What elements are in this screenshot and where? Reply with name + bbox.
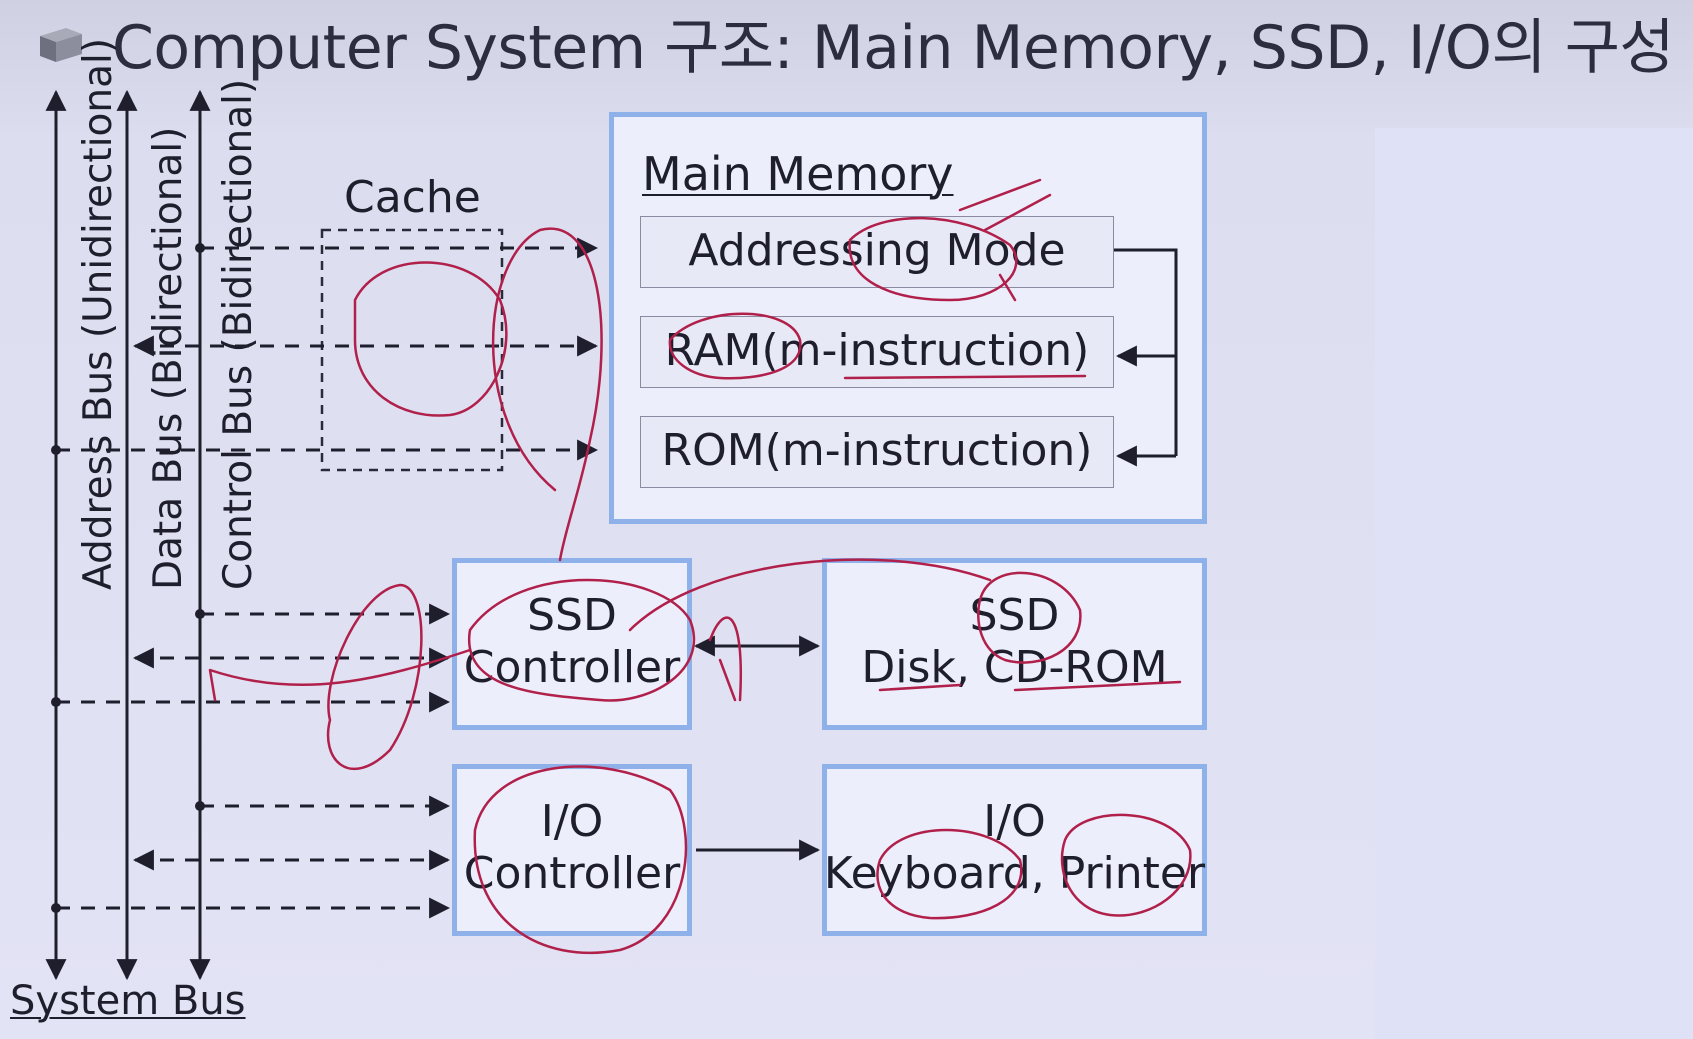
ssd-controller-line2: Controller	[463, 642, 681, 693]
pen-annotations	[208, 178, 1192, 955]
cube-icon	[40, 28, 82, 62]
rom-box: ROM(m-instruction)	[640, 416, 1114, 488]
ssd-device-box	[822, 558, 1207, 730]
io-controller-line2: Controller	[463, 848, 681, 899]
io-controller-box	[452, 764, 692, 936]
cache-box	[320, 228, 504, 472]
addressing-mode-label: Addressing Mode	[688, 225, 1066, 276]
side-panel	[1375, 128, 1693, 1039]
system-bus-label: System Bus	[10, 978, 246, 1024]
memory-bracket	[1114, 248, 1178, 467]
slide-title: Computer System 구조: Main Memory, SSD, I/…	[112, 13, 1675, 83]
ssd-controller-box	[452, 558, 692, 730]
title-bar: Computer System 구조: Main Memory, SSD, I/…	[0, 0, 1693, 100]
ram-label: RAM(m-instruction)	[664, 325, 1090, 376]
device-arrows	[693, 635, 821, 861]
cache-label: Cache	[344, 172, 481, 223]
io-controller-line1: I/O	[540, 796, 604, 847]
addressing-mode-box: Addressing Mode	[640, 216, 1114, 288]
bus-lines	[45, 89, 211, 981]
ssd-device-line1: SSD	[969, 590, 1060, 641]
main-memory-title: Main Memory	[642, 147, 954, 201]
dashed-connections	[56, 237, 599, 919]
ssd-controller-line1: SSD	[527, 590, 617, 641]
rom-label: ROM(m-instruction)	[661, 425, 1093, 476]
